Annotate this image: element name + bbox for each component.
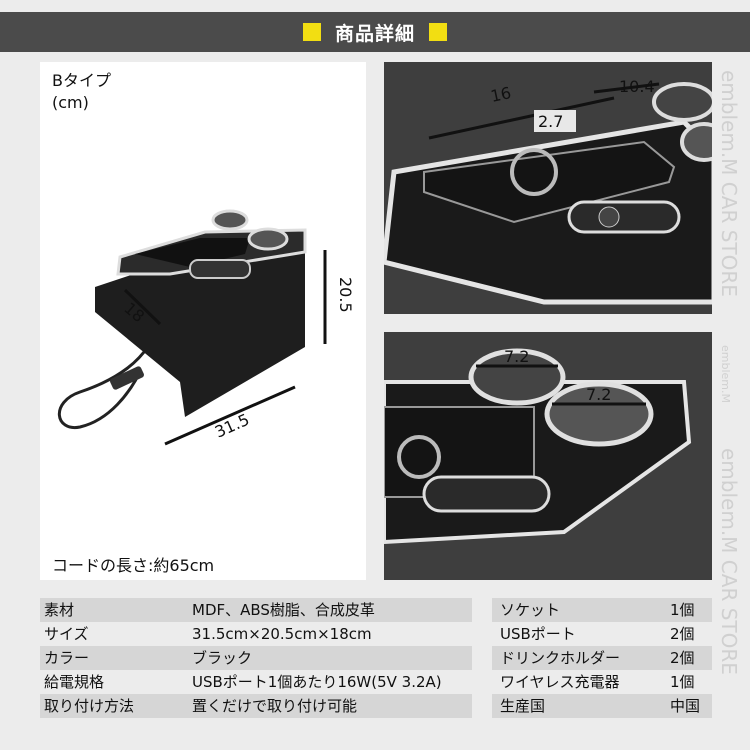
plug [110,366,144,390]
spec-label: USBポート [500,625,576,643]
console-body [95,252,305,417]
depth-arrow [123,288,162,326]
watermark-small-text: emblem.M [719,345,732,403]
socket-icon [598,206,620,228]
spec-row: USBポート 2個 [492,622,712,646]
header-square-right [429,23,447,41]
spec-value: 置くだけで取り付け可能 [192,697,358,715]
cup-holder [652,82,712,122]
spec-row: カラー ブラック [40,646,472,670]
spec-value: 1個 [670,601,695,619]
usb-plate [422,475,551,513]
spec-row: ワイヤレス充電器 1個 [492,670,712,694]
spec-row: 素材 MDF、ABS樹脂、合成皮革 [40,598,472,622]
spec-row: ソケット 1個 [492,598,712,622]
spec-value: 2個 [670,649,695,667]
watermark: emblem.M CAR STORE emblem.M emblem.M CAR… [717,70,741,675]
cup-holder-1 [211,209,249,231]
spec-label: ワイヤレス充電器 [500,673,620,691]
spec-row: サイズ 31.5cm×20.5cm×18cm [40,622,472,646]
type-label: Bタイプ [52,71,111,90]
wireless-charge-icon [397,435,441,479]
spec-value: 2個 [670,625,695,643]
spec-row: ドリンクホルダー 2個 [492,646,712,670]
length-arrow [428,96,615,140]
header-title: 商品詳細 [334,22,415,45]
product-dimension-panel: Bタイプ (cm) 18 20.5 31.5 コードの長さ:約65cm [40,62,366,580]
spec-value: ブラック [192,649,253,667]
spec-label: 素材 [44,601,75,619]
spec-label: 生産国 [500,697,546,715]
header-square-left [302,23,321,41]
watermark-text-bottom: emblem.M CAR STORE [717,448,741,675]
spec-row: 取り付け方法 置くだけで取り付け可能 [40,694,472,718]
spec-value: 31.5cm×20.5cm×18cm [192,625,372,643]
cup-holder-2 [247,227,289,251]
cord-length-label: コードの長さ:約65cm [52,556,215,575]
cup-holder-1 [468,348,566,406]
spec-value: 中国 [670,697,701,715]
depth-label-bg [534,110,576,132]
width-label: 31.5 [212,410,252,442]
spec-label: カラー [44,649,90,667]
usb-plate [189,259,251,279]
spec-row: 給電規格 USBポート1個あたり16W(5V 3.2A) [40,670,472,694]
spec-label: 給電規格 [44,673,105,691]
spec-label: ソケット [500,601,561,619]
spec-label: サイズ [44,625,89,643]
spec-value: MDF、ABS樹脂、合成皮革 [192,601,375,619]
length-label: 16 [489,83,513,106]
header-bar: 商品詳細 [0,12,750,52]
cup1-label: 7.2 [504,347,529,366]
spec-value: 1個 [670,673,695,691]
width-arrow [164,385,296,446]
width-arrow [593,82,660,94]
cup2-label: 7.2 [586,385,611,404]
cup-holder-2 [544,381,654,447]
width-label: 10.4 [619,77,655,96]
tray [135,238,250,267]
cable [57,321,160,430]
tray [423,140,676,224]
depth-label: 2.7 [538,112,563,131]
spec-label: 取り付け方法 [44,697,135,715]
tray-closeup-panel: 16 10.4 2.7 [384,62,712,314]
spec-row: 生産国 中国 [492,694,712,718]
cup-holder-closeup-panel: 7.2 7.2 [384,332,712,580]
watermark-text-top: emblem.M CAR STORE [717,70,741,297]
height-label: 20.5 [336,277,355,313]
cup-holder-2 [680,122,712,162]
unit-label: (cm) [52,93,89,112]
usb-plate [567,200,681,234]
wireless-charge-icon [510,148,558,196]
console-illustration: 18 20.5 31.5 [57,209,355,446]
spec-value: USBポート1個あたり16W(5V 3.2A) [192,673,442,691]
spec-label: ドリンクホルダー [500,649,621,667]
